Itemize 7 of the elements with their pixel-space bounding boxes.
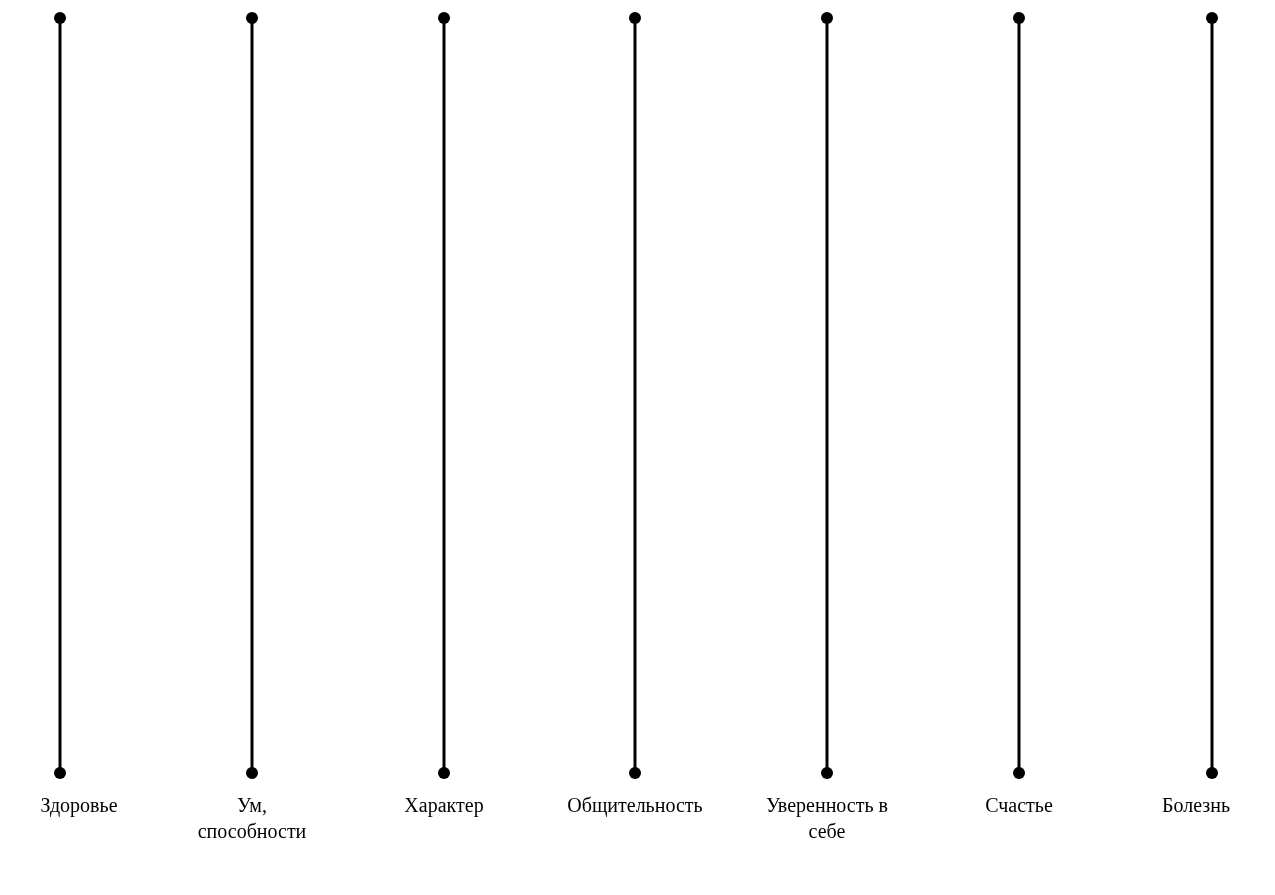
scale-label: Ум, способности bbox=[197, 794, 307, 842]
scale-label: Болезнь bbox=[1161, 794, 1230, 816]
scale-label: Общительность bbox=[567, 794, 703, 816]
scale-label: Уверенность в себе bbox=[765, 794, 889, 842]
scale-label: Счастье bbox=[985, 794, 1053, 816]
scale-label: Характер bbox=[404, 794, 484, 816]
scale-label: Здоровье bbox=[40, 794, 118, 816]
